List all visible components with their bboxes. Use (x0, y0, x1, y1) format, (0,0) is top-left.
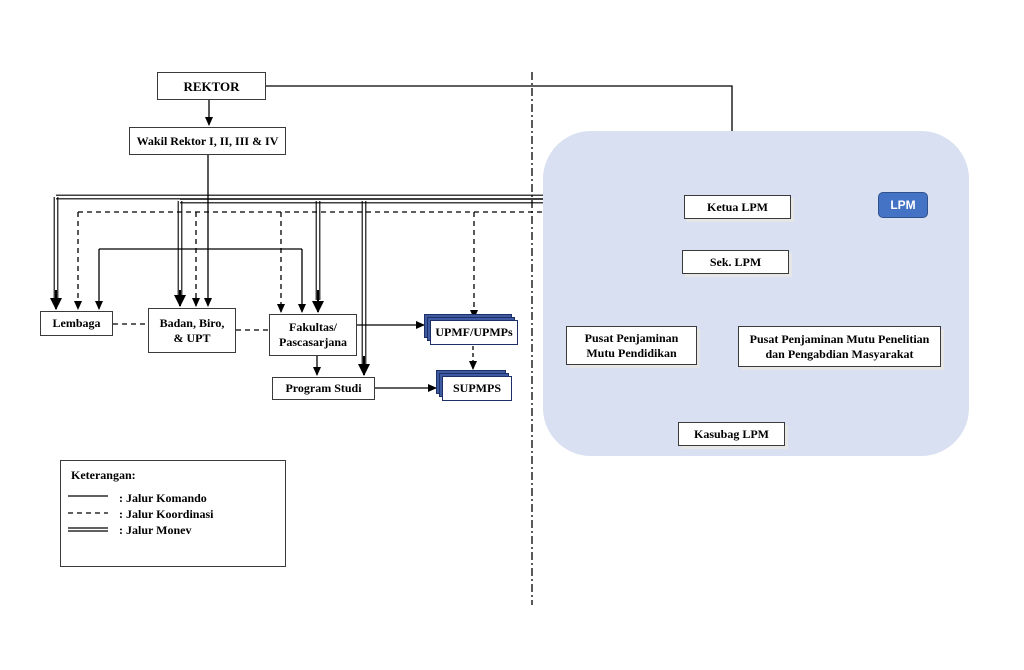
lpm-badge: LPM (878, 192, 928, 218)
node-supmps: SUPMPS (436, 370, 514, 402)
legend-swatches (68, 495, 108, 532)
node-program-studi: Program Studi (272, 377, 375, 400)
node-ketua-lpm: Ketua LPM (684, 195, 791, 219)
supmps-label: SUPMPS (442, 376, 512, 401)
legend-item-monev: : Jalur Monev (119, 523, 192, 537)
node-sek-lpm: Sek. LPM (682, 250, 789, 274)
legend: Keterangan: : Jalur Komando : Jalur Koor… (60, 460, 286, 567)
node-kasubag-lpm: Kasubag LPM (678, 422, 785, 446)
legend-item-komando: : Jalur Komando (119, 491, 207, 505)
lpm-region (543, 131, 969, 456)
node-wakil-rektor: Wakil Rektor I, II, III & IV (129, 127, 286, 155)
node-rektor: REKTOR (157, 72, 266, 100)
node-pusat-mutu-penelitian: Pusat Penjaminan Mutu Penelitian dan Pen… (738, 326, 941, 367)
node-fakultas-pascasarjana: Fakultas/ Pascasarjana (269, 314, 357, 356)
node-badan-biro-upt: Badan, Biro, & UPT (148, 308, 236, 353)
node-pusat-mutu-pendidikan: Pusat Penjaminan Mutu Pendidikan (566, 326, 697, 365)
node-upmf-upmps: UPMF/UPMPs (424, 314, 520, 346)
legend-title: Keterangan: (71, 468, 136, 482)
node-lembaga: Lembaga (40, 311, 113, 336)
legend-item-koordinasi: : Jalur Koordinasi (119, 507, 214, 521)
upmf-label: UPMF/UPMPs (430, 320, 518, 345)
